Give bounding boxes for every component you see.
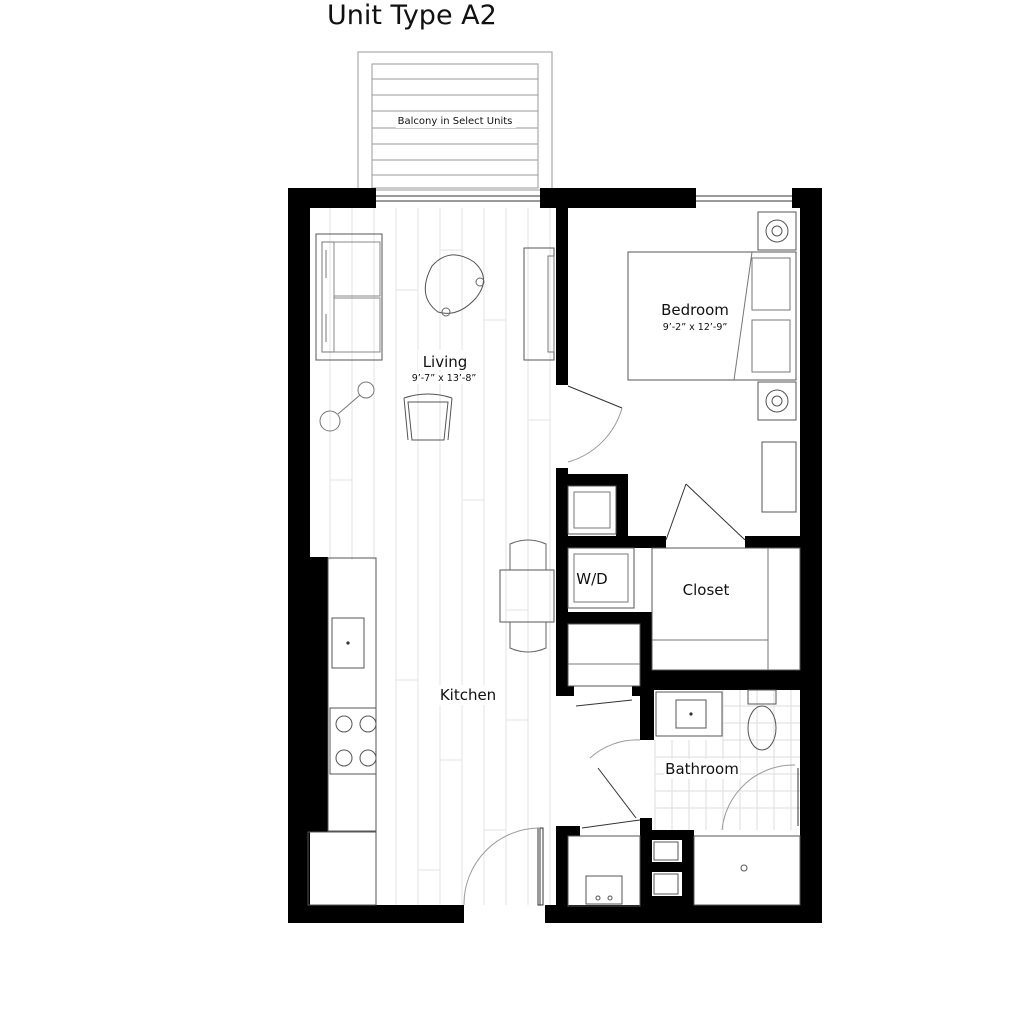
unit-title: Unit Type A2 [327,0,497,31]
room-labels: Living 9’-7” x 13’-8” Bedroom 9’-2” x 12… [410,301,740,779]
dining-table-icon [499,539,555,653]
laundry-label: W/D [576,570,607,588]
washer-dryer-icon [567,547,635,609]
bedroom-dimensions: 9’-2” x 12’-9” [663,322,728,333]
bedroom-label: Bedroom [661,301,729,319]
kitchen-counter [307,557,377,906]
bathroom-label: Bathroom [665,760,739,778]
tv-console-icon [523,247,555,361]
sofa-icon [315,233,383,361]
cooktop-icon [329,707,377,775]
storage-cabinet [567,623,641,687]
floor-planks [329,208,551,905]
balcony-label: Balcony in Select Units [398,116,513,127]
hall-cabinet-icon [567,835,641,907]
kitchen-label: Kitchen [440,686,496,704]
shower-icon [693,835,801,906]
exterior-walls [288,188,822,923]
balcony: Balcony in Select Units [357,51,553,191]
living-dimensions: 9’-7” x 13’-8” [412,373,477,384]
floor-lamp-icon [319,381,375,432]
dresser-icon [761,441,797,513]
nightstand-icon [757,211,797,421]
coffee-table-icon [424,254,485,317]
bed-icon [627,251,797,381]
linen-cabinet-icon [653,841,679,895]
living-label: Living [423,353,468,371]
windows [376,195,792,202]
water-heater-icon [567,485,617,535]
vanity-sink-icon [655,691,723,737]
toilet-icon [747,689,777,751]
closet-label: Closet [683,581,730,599]
kitchen-sink-icon [331,617,365,669]
interior-walls [556,205,800,911]
closet-shelf [651,547,801,671]
armchair-icon [403,393,453,441]
doors [463,385,799,906]
